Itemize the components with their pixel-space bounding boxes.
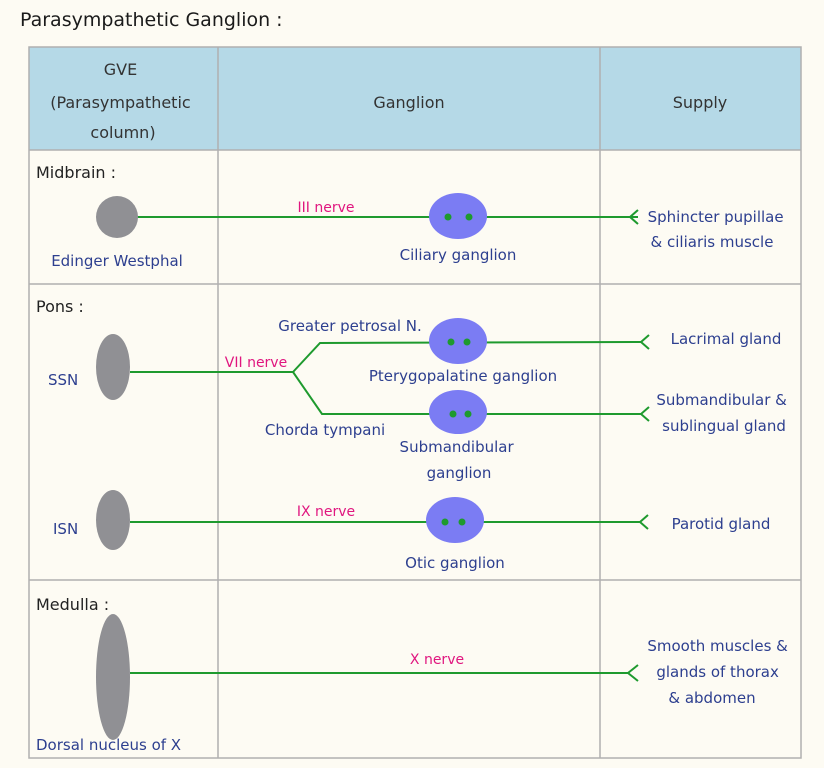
ciliary-ganglion-shape <box>429 193 487 239</box>
chorda-tympani-line <box>292 371 641 415</box>
section-medulla: Medulla : <box>36 595 109 614</box>
parotid-end <box>638 514 649 530</box>
submandibular-ganglion-shape <box>429 390 487 434</box>
nerve-iii-end <box>628 209 639 225</box>
otic-ganglion-shape <box>426 497 484 543</box>
header-gve: GVE (Parasympathetic column) <box>50 60 196 142</box>
label-smooth-muscles: Smooth muscles & glands of thorax & abdo… <box>647 637 792 707</box>
label-sphincter-pupillae: Sphincter pupillae & ciliaris muscle <box>648 208 789 251</box>
label-parotid-gland: Parotid gland <box>672 515 771 533</box>
section-pons: Pons : <box>36 297 84 316</box>
isn-nucleus <box>96 490 130 550</box>
label-chorda-tympani: Chorda tympani <box>265 421 385 439</box>
header-row <box>29 47 801 150</box>
label-otic-ganglion: Otic ganglion <box>405 554 505 572</box>
diagram-title: Parasympathetic Ganglion : <box>20 9 283 31</box>
label-lacrimal-gland: Lacrimal gland <box>671 330 782 348</box>
ssn-nucleus <box>96 334 130 400</box>
lacrimal-end <box>639 334 650 350</box>
dorsal-nucleus-x <box>96 614 130 740</box>
greater-petrosal-line <box>292 341 642 373</box>
nerve-lines <box>130 209 650 682</box>
label-pterygopalatine-ganglion: Pterygopalatine ganglion <box>369 367 557 385</box>
header-supply: Supply <box>673 93 728 112</box>
submandibular-end <box>639 406 650 422</box>
label-nerve-ix: IX nerve <box>297 504 355 520</box>
header-ganglion: Ganglion <box>373 93 444 112</box>
label-greater-petrosal: Greater petrosal N. <box>278 317 422 335</box>
label-isn: ISN <box>53 520 78 538</box>
section-midbrain: Midbrain : <box>36 163 116 182</box>
table-grid <box>28 46 802 759</box>
label-submandibular-ganglion: Submandibular ganglion <box>400 438 519 482</box>
label-submandibular-gland: Submandibular & sublingual gland <box>656 391 791 435</box>
smooth-muscle-end <box>626 664 639 682</box>
label-nerve-vii: VII nerve <box>225 355 287 371</box>
label-dorsal-nucleus: Dorsal nucleus of X <box>36 736 181 754</box>
label-nerve-x: X nerve <box>410 652 464 668</box>
ganglia <box>426 193 487 543</box>
pterygopalatine-ganglion-shape <box>429 318 487 364</box>
label-nerve-iii: III nerve <box>298 200 355 216</box>
label-ciliary-ganglion: Ciliary ganglion <box>400 246 517 264</box>
label-ssn: SSN <box>48 371 78 389</box>
edinger-westphal-nucleus <box>96 196 138 238</box>
label-edinger-westphal: Edinger Westphal <box>51 252 183 270</box>
